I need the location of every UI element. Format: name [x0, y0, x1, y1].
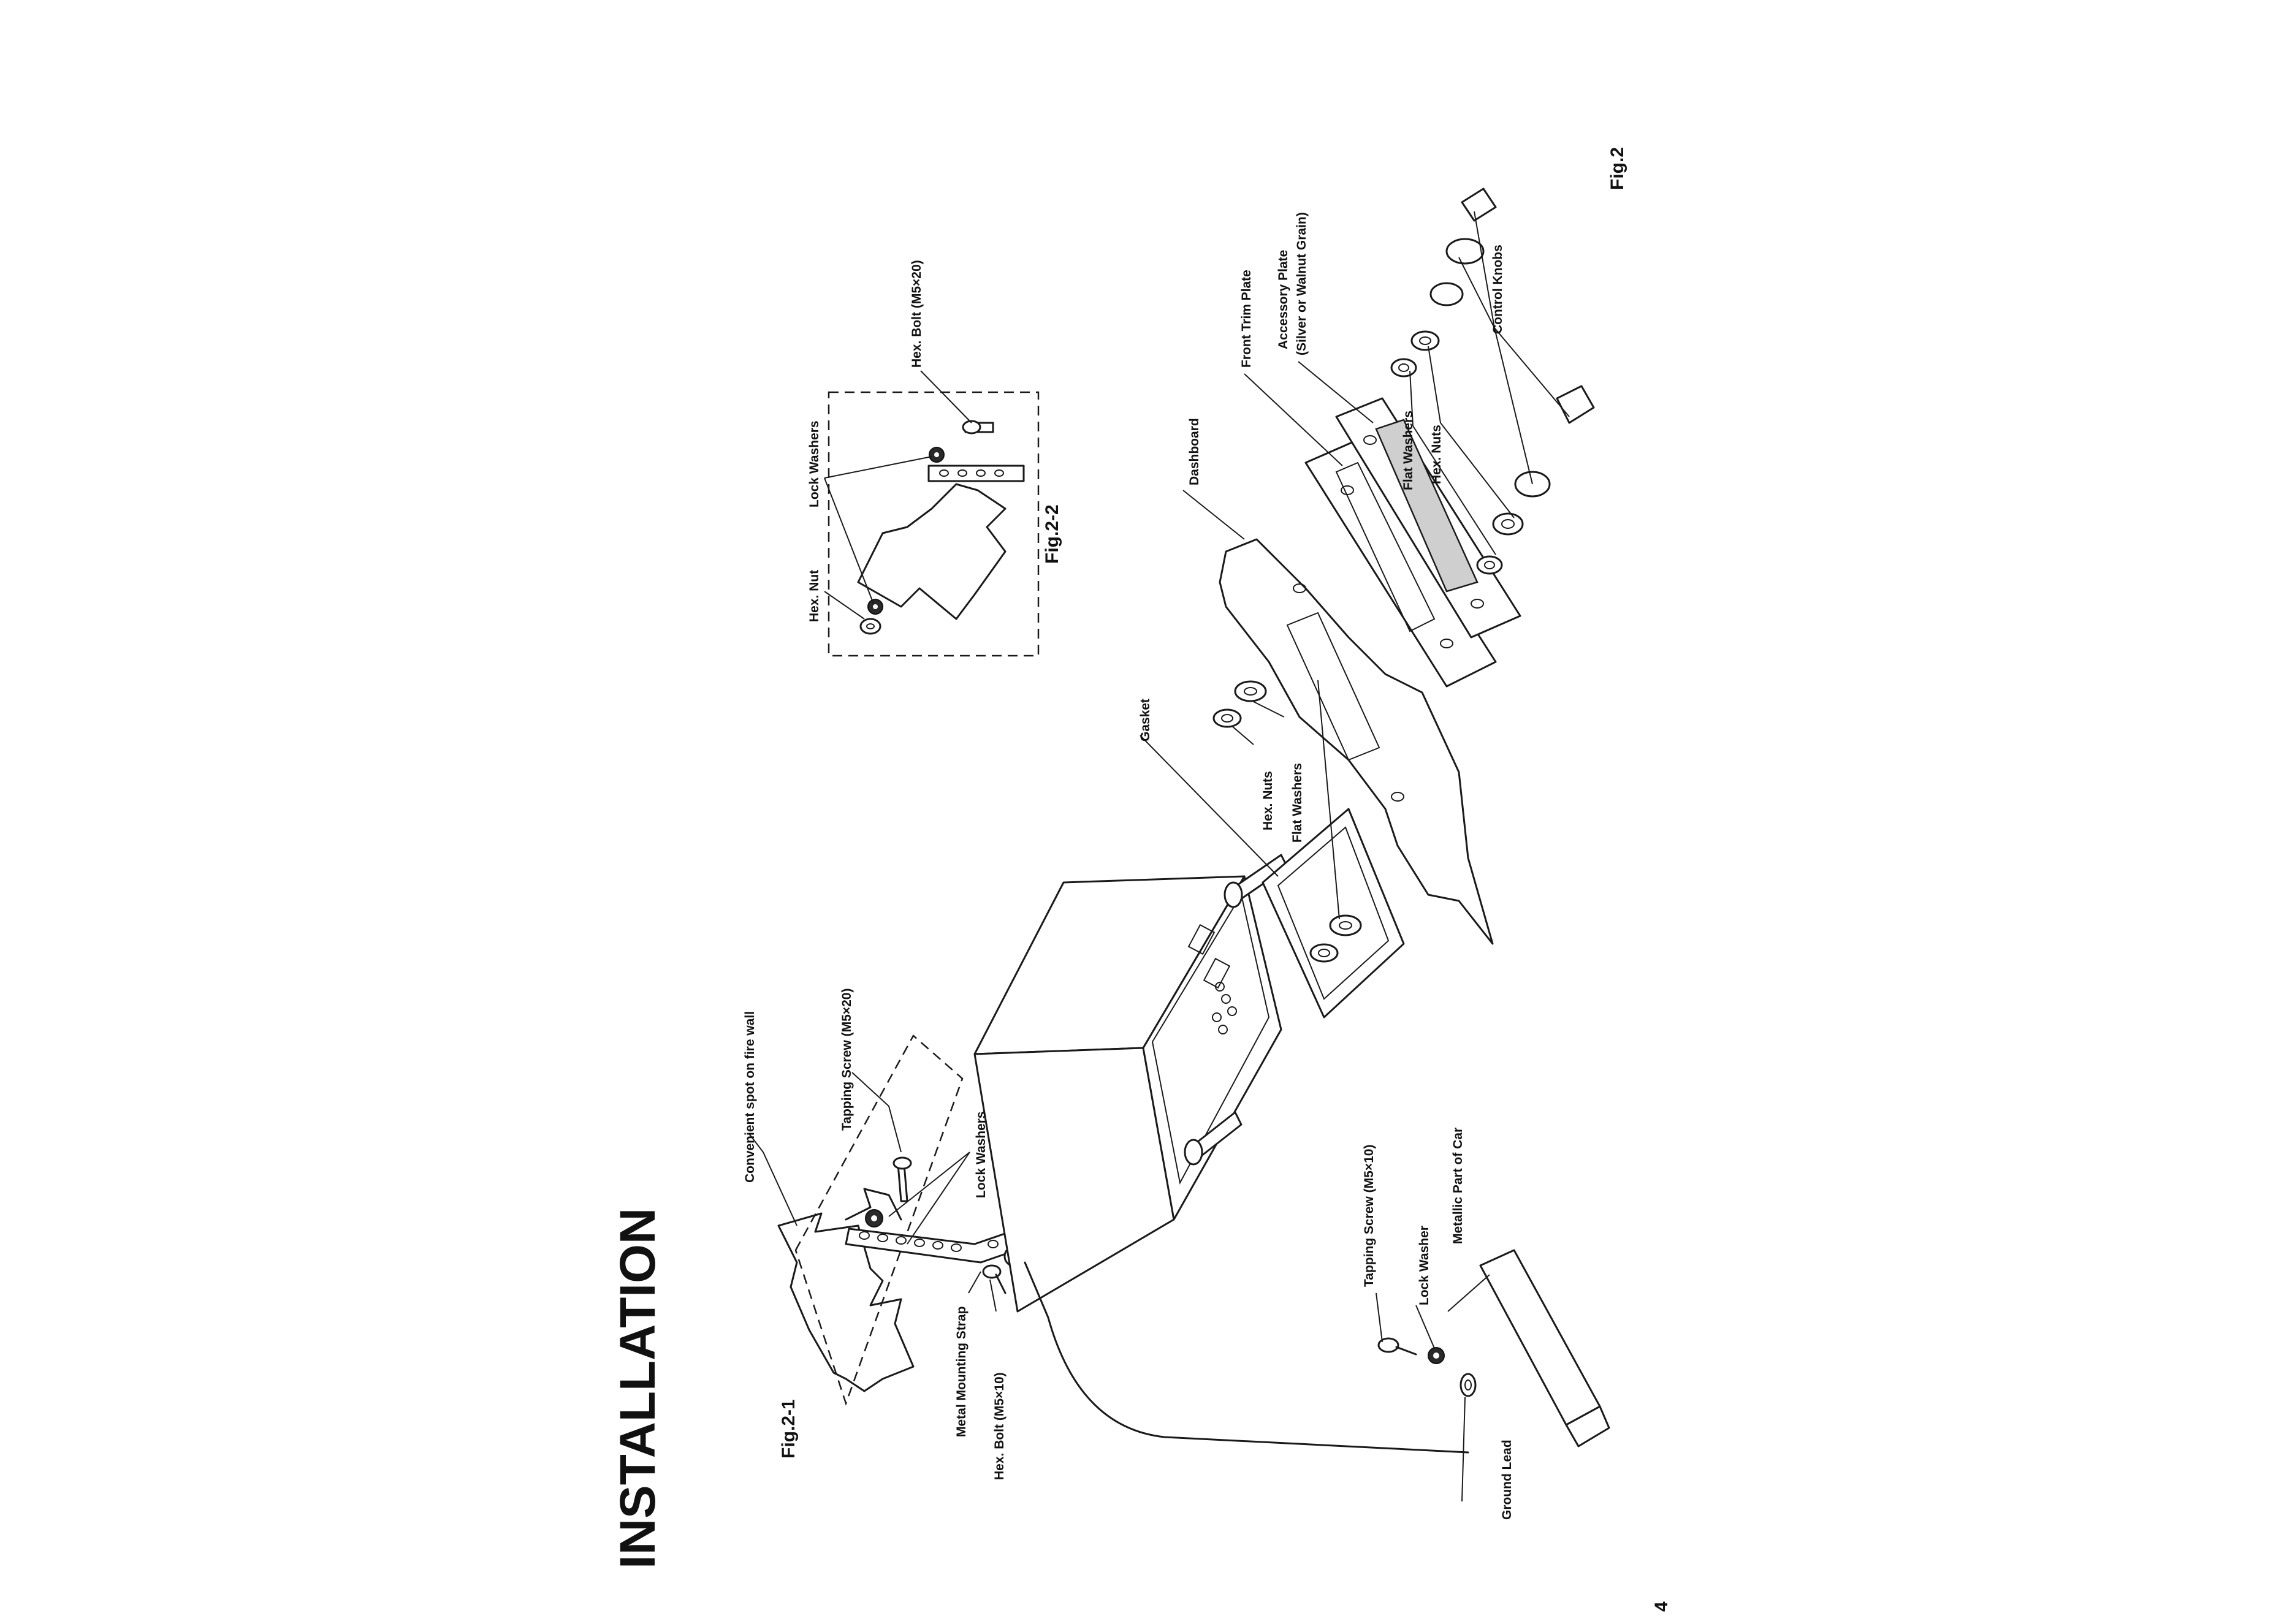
ground-lead-assembly	[1024, 1249, 1610, 1454]
label-accessory-plate-finish: (Silver or Walnut Grain)	[1295, 212, 1309, 355]
fig-2-2-hex-nut-icon	[859, 618, 881, 635]
control-knob-cap-upper	[1461, 188, 1497, 222]
label-hex-bolt-m5x20: Hex. Bolt (M5×20)	[910, 260, 924, 368]
ground-bolt-m5x10	[1377, 1337, 1417, 1356]
metallic-part-of-car-bracket	[1479, 1249, 1601, 1426]
diagram-labels: Convenient spot on fire wall Tapping Scr…	[743, 212, 1514, 1520]
front-trim-plate	[1304, 440, 1497, 688]
lower-control-shaft	[1184, 1111, 1243, 1166]
label-hex-nuts-left: Hex. Nuts	[1261, 771, 1275, 830]
page-title: INSTALLATION	[610, 1208, 666, 1569]
dashboard	[1219, 538, 1494, 945]
label-lock-washer: Lock Washer	[1417, 1226, 1431, 1305]
label-tapping-screw-m5x10: Tapping Screw (M5×10)	[1362, 1145, 1376, 1287]
tapping-screw-m5x20	[893, 1156, 912, 1202]
unit-box-side	[973, 1047, 1175, 1313]
label-hex-nut: Hex. Nut	[807, 570, 821, 622]
label-hex-bolt-m5x10: Hex. Bolt (M5×10)	[992, 1372, 1007, 1480]
right-upper-hardware	[1390, 188, 1497, 378]
fig-2-1-caption: Fig.2-1	[778, 1399, 799, 1459]
label-ground-lead: Ground Lead	[1500, 1440, 1514, 1520]
upper-control-shaft	[1224, 854, 1288, 908]
ground-ring-terminal-icon	[1460, 1373, 1477, 1397]
label-tapping-screw-m5x20: Tapping Screw (M5×20)	[840, 988, 854, 1131]
fig-2-2-frame	[828, 391, 1040, 657]
label-flat-washers-left: Flat Washers	[1290, 763, 1304, 843]
label-gasket: Gasket	[1138, 699, 1152, 742]
label-flat-washers-right: Flat Washers	[1401, 411, 1415, 490]
fire-wall-sheet-upper	[845, 1188, 902, 1221]
unit-faceplate-outline	[1151, 893, 1270, 1185]
ground-lead-wire	[1024, 1261, 1469, 1454]
fig-2-2-lock-washer-icon	[929, 447, 945, 463]
gasket	[1262, 808, 1405, 1019]
fig-2-2-wall-sheet	[857, 483, 1007, 620]
fig-2-2-hex-bolt-m5x20	[962, 420, 994, 434]
leader-lines	[748, 211, 1570, 1502]
ground-lock-washer-icon	[1428, 1347, 1445, 1364]
label-lock-washers-fig22: Lock Washers	[807, 420, 821, 507]
label-convenient-spot: Convenient spot on fire wall	[743, 1011, 757, 1183]
unit-controls	[1187, 924, 1237, 1034]
page-number: 4	[1651, 1601, 1672, 1612]
label-control-knobs: Control Knobs	[1491, 245, 1505, 334]
unit-box-front	[1142, 875, 1282, 1221]
fig-2-2-caption: Fig.2-2	[1042, 504, 1062, 564]
hex-bolt-m5x10	[982, 1264, 1007, 1294]
label-metallic-part: Metallic Part of Car	[1451, 1128, 1465, 1244]
fig-2-2-alternate-mounting	[828, 391, 1040, 657]
control-knob-cap-lower	[1556, 385, 1595, 424]
right-lower-hardware	[1476, 385, 1595, 575]
label-dashboard: Dashboard	[1187, 418, 1201, 485]
accessory-plate	[1335, 397, 1521, 639]
label-lock-washers-strap: Lock Washers	[974, 1111, 988, 1198]
label-hex-nuts-right: Hex. Nuts	[1429, 425, 1444, 484]
fire-wall-outline	[794, 1034, 964, 1406]
fig-2-2-lock-washer-lower-icon	[867, 599, 883, 615]
fig-2-2-strap-holes	[939, 469, 1004, 477]
lock-washer-star-icon	[865, 1209, 883, 1227]
dashboard-opening	[1286, 612, 1380, 761]
label-accessory-plate: Accessory Plate	[1276, 250, 1290, 349]
car-stereo-unit	[973, 854, 1288, 1313]
label-front-trim-plate: Front Trim Plate	[1239, 270, 1254, 368]
fig-2-caption: Fig.2	[1607, 147, 1627, 190]
left-hex-nuts-and-washers	[1212, 680, 1362, 963]
fire-wall-sheet	[777, 1212, 915, 1392]
label-metal-mounting-strap: Metal Mounting Strap	[954, 1307, 969, 1438]
